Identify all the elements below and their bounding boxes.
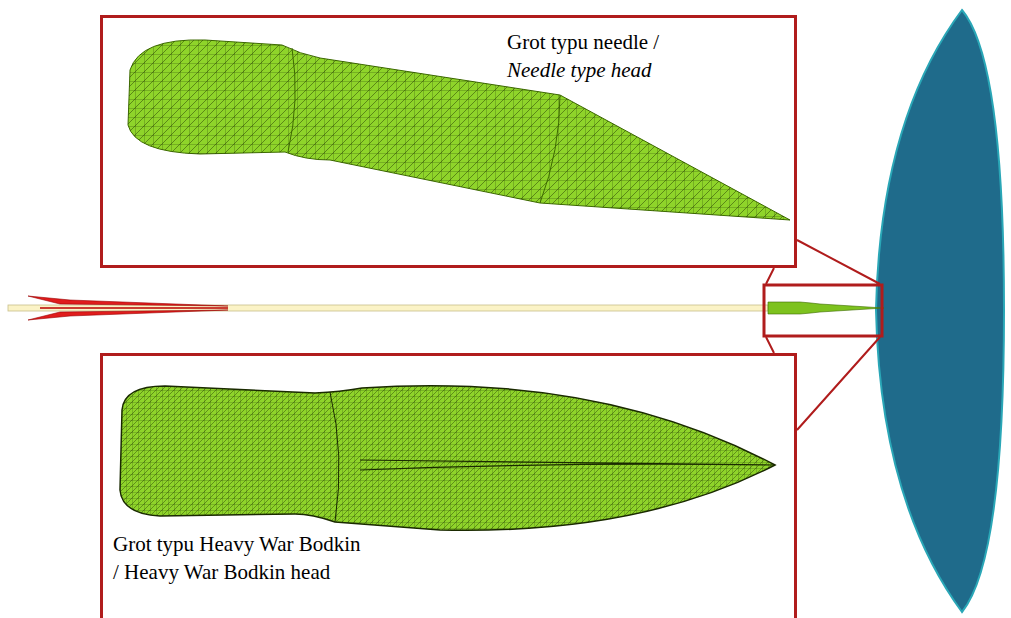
leader-line — [766, 240, 880, 284]
arrow-shaft — [8, 305, 768, 311]
fletching — [40, 307, 228, 309]
bodkin-head-mesh — [120, 386, 775, 531]
needle-head-mesh — [128, 40, 790, 220]
leader-line — [766, 337, 880, 430]
caption-text: Grot typu needle / — [505, 30, 661, 55]
arrow-head — [768, 302, 884, 314]
caption-text: Needle type head — [505, 58, 654, 83]
fletching — [28, 296, 228, 306]
fletching — [28, 310, 228, 320]
caption-text: Grot typu Heavy War Bodkin — [111, 532, 363, 557]
inset-frame: Grot typu needle / Needle type head — [100, 15, 797, 268]
caption-text: / Heavy War Bodkin head — [111, 560, 332, 585]
inset-frame: Grot typu Heavy War Bodkin / Heavy War Bo… — [100, 353, 797, 618]
zoom-box — [764, 285, 882, 336]
target-plate — [876, 10, 1004, 612]
